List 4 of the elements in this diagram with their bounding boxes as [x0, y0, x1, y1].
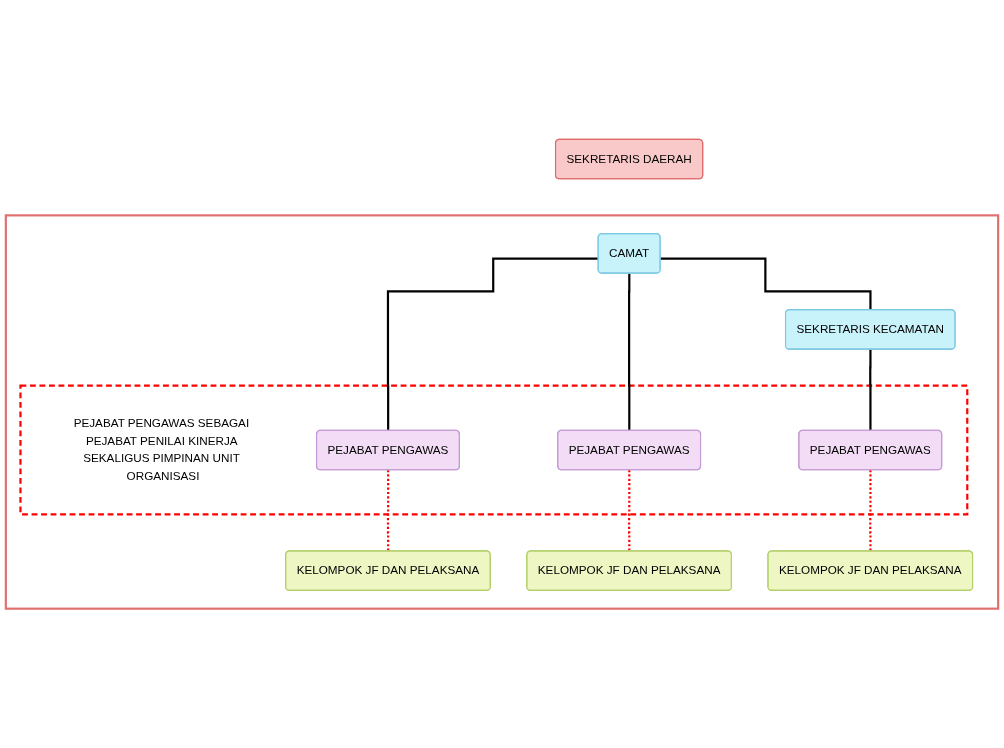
connector: [386, 257, 599, 432]
cluster: [4, 214, 1000, 610]
connector: [869, 348, 872, 432]
connector: [628, 272, 631, 432]
